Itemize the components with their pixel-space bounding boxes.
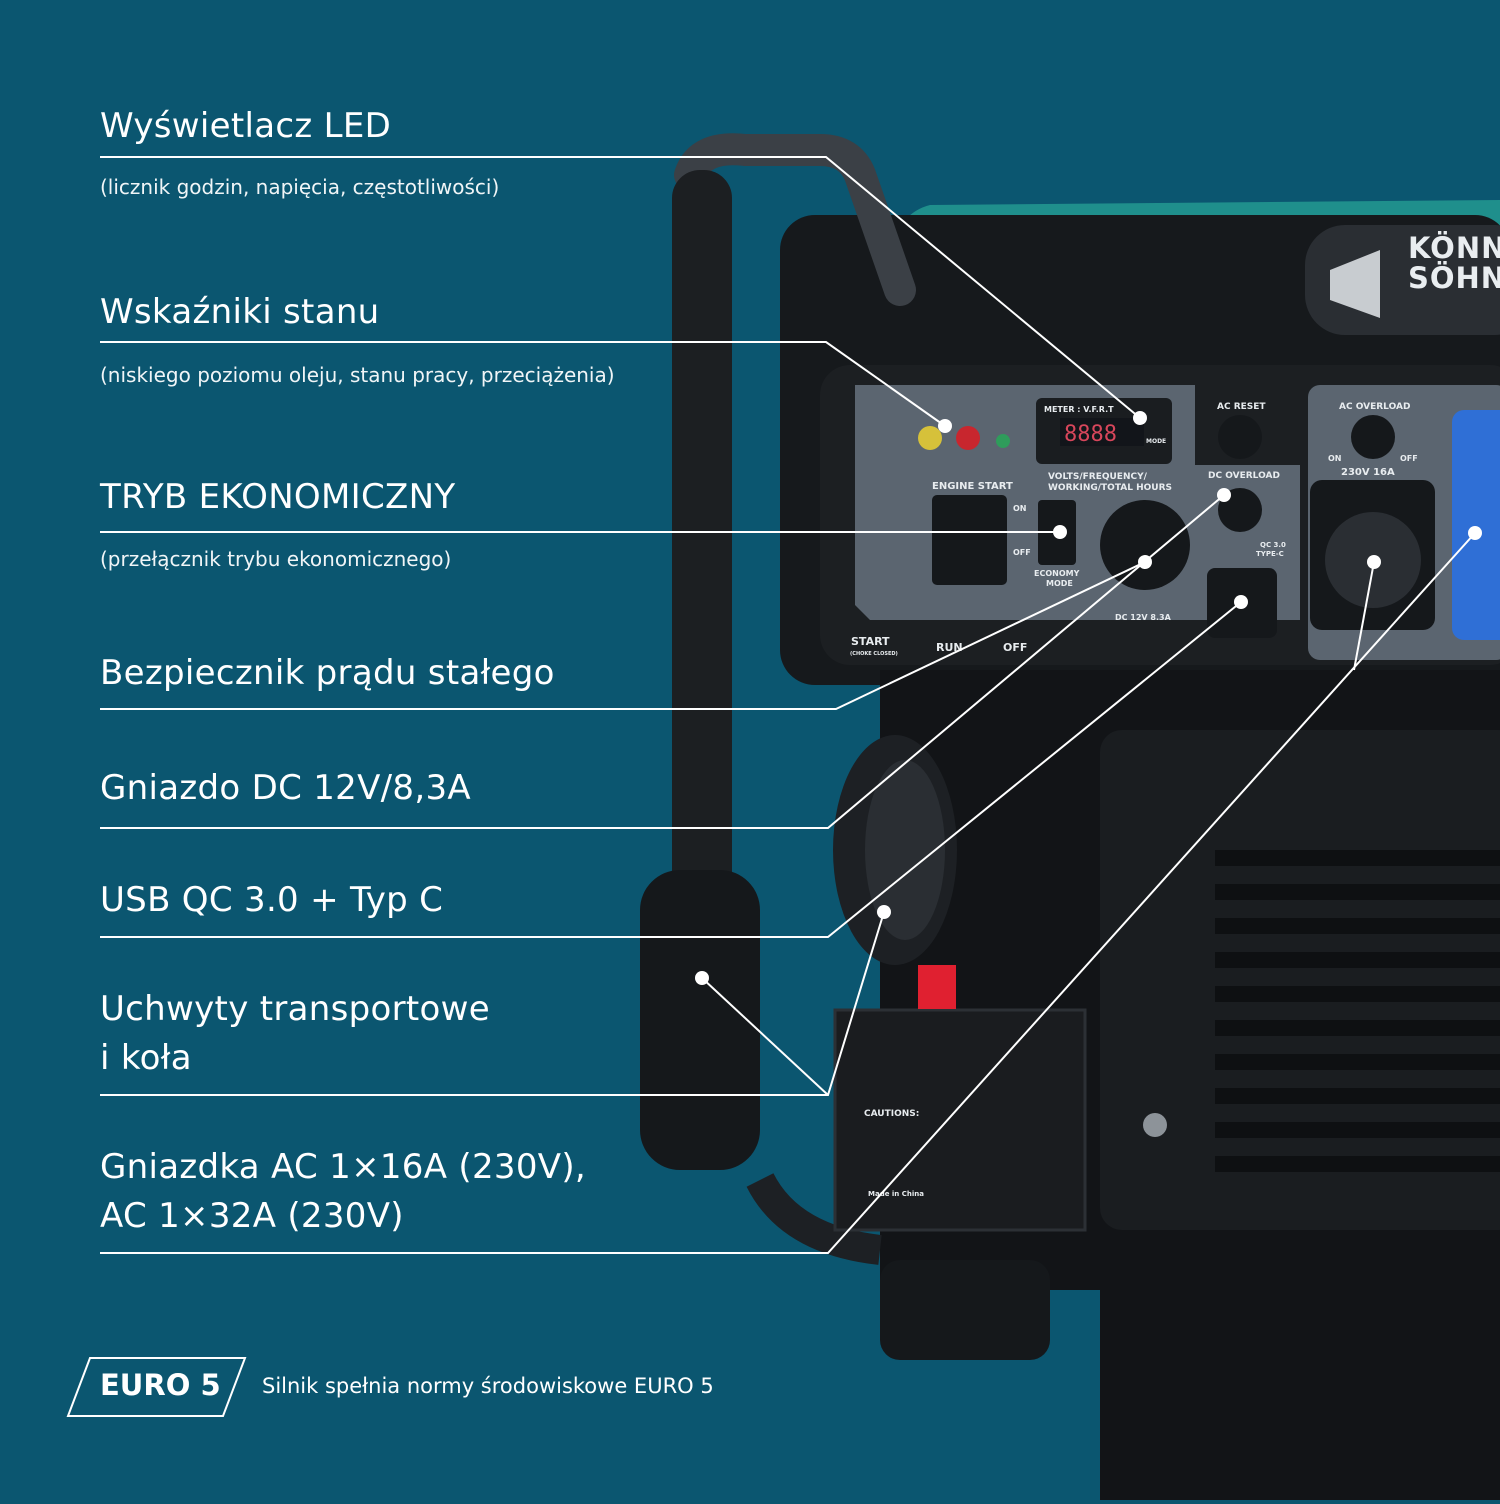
- dc-overload-label: DC OVERLOAD: [1208, 471, 1280, 481]
- ac-off-label: OFF: [1400, 454, 1418, 463]
- euro-badge-frame: [66, 1357, 247, 1417]
- callout-ac-sockets-line2: AC 1×32A (230V): [100, 1196, 404, 1236]
- lever-off-label: OFF: [1003, 641, 1027, 654]
- ac-reset-button: [1218, 415, 1262, 459]
- callout-ac-sockets: Gniazdka AC 1×16A (230V),: [100, 1147, 586, 1187]
- dc-rating-label: DC 12V 8.3A: [1115, 613, 1172, 622]
- logo-mark: [1330, 250, 1380, 318]
- callout-economy-mode-sub: (przełącznik trybu ekonomicznego): [100, 547, 452, 571]
- led-display: [1060, 418, 1144, 446]
- made-in-label: Made in China: [868, 1190, 924, 1198]
- callout-status-indicators: Wskaźniki stanu: [100, 292, 380, 332]
- overload-indicator: [956, 426, 980, 450]
- callout-usb: USB QC 3.0 + Typ C: [100, 880, 444, 920]
- ac-rating-label: 230V 16A: [1341, 467, 1395, 478]
- ac-overload-button: [1351, 415, 1395, 459]
- economy-off-label: OFF: [1013, 548, 1031, 557]
- hours-label: WORKING/TOTAL HOURS: [1048, 483, 1172, 493]
- logo-line2: SÖHN: [1408, 261, 1500, 295]
- callout-economy-mode: TRYB EKONOMICZNY: [100, 477, 456, 517]
- mode-label: MODE: [1146, 438, 1166, 445]
- callout-handles-wheels: Uchwyty transportowe: [100, 989, 490, 1029]
- dc-socket: [1100, 500, 1190, 590]
- economy-label: ECONOMY: [1034, 569, 1080, 578]
- meter-label: METER : V.F.R.T: [1044, 405, 1114, 414]
- callout-dc-socket: Gniazdo DC 12V/8,3A: [100, 768, 471, 808]
- ac-socket-32a: [1452, 410, 1500, 640]
- logo-line1: KÖNN: [1408, 231, 1500, 265]
- euro-badge: EURO 5: [100, 1368, 221, 1402]
- ac-overload-label: AC OVERLOAD: [1339, 402, 1410, 412]
- handle-frame: [674, 133, 916, 306]
- economy-on-label: ON: [1013, 504, 1027, 513]
- bolt: [1143, 1113, 1167, 1137]
- oil-indicator: [918, 426, 942, 450]
- choke-label: (CHOKE CLOSED): [850, 651, 898, 657]
- qc-label: QC 3.0: [1260, 541, 1286, 549]
- economy-mode-label: MODE: [1046, 579, 1073, 588]
- leader-lines: [100, 156, 1476, 1254]
- brand-logo: KÖNN SÖHN: [1408, 233, 1500, 293]
- leader-dots: [695, 411, 1482, 985]
- engine-start-label: ENGINE START: [932, 481, 1013, 492]
- callout-led-display-sub: (licznik godzin, napięcia, częstotliwośc…: [100, 175, 500, 199]
- run-indicator: [996, 434, 1010, 448]
- vent-grille: [1215, 850, 1500, 1172]
- handle-grip: [640, 870, 760, 1170]
- battery: [833, 1008, 1087, 1232]
- ac-reset-label: AC RESET: [1217, 402, 1266, 412]
- euro-description: Silnik spełnia normy środowiskowe EURO 5: [262, 1374, 714, 1398]
- foot: [880, 1260, 1050, 1360]
- callout-led-display: Wyświetlacz LED: [100, 106, 392, 146]
- callout-status-indicators-sub: (niskiego poziomu oleju, stanu pracy, pr…: [100, 363, 615, 387]
- engine-start-button: [932, 495, 1007, 585]
- callout-dc-fuse: Bezpiecznik prądu stałego: [100, 653, 555, 693]
- typec-label: TYPE-C: [1256, 550, 1284, 558]
- start-label: START: [851, 635, 890, 648]
- callout-handles-wheels-line2: i koła: [100, 1038, 192, 1078]
- led-display-digits: 8888: [1064, 422, 1117, 447]
- run-label: RUN: [936, 641, 963, 654]
- ac-on-label: ON: [1328, 454, 1342, 463]
- volts-label: VOLTS/FREQUENCY/: [1048, 472, 1148, 482]
- side-panel: [1100, 730, 1500, 1230]
- battery-red-cap: [918, 965, 956, 1009]
- caution-label: CAUTIONS:: [864, 1109, 919, 1119]
